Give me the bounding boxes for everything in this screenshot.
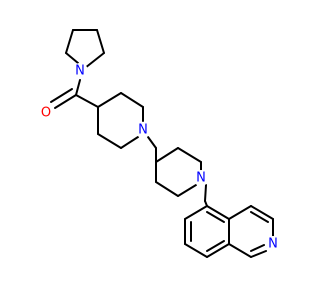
bond (184, 243, 208, 258)
bond (250, 205, 274, 220)
molecule-structure: N O N N N (38, 29, 281, 258)
bond (75, 94, 99, 108)
bonds (50, 29, 274, 258)
isoquinoline-nitrogen-atom: N (265, 236, 281, 252)
bond (250, 211, 269, 223)
bond (97, 133, 122, 149)
bond (50, 88, 73, 103)
atom-label-o: O (41, 106, 51, 121)
bond (54, 94, 77, 109)
bond (204, 184, 207, 202)
piperidine-nitrogen-atom-2: N (193, 170, 209, 186)
atom-labels: N O N N N (38, 63, 281, 252)
bond (184, 205, 208, 220)
bond (75, 79, 81, 96)
bond (155, 147, 179, 163)
bond (250, 250, 267, 258)
bond (206, 205, 230, 220)
bond (120, 136, 139, 149)
bond (177, 184, 197, 197)
piperidine-nitrogen-atom-1: N (135, 122, 151, 138)
bond (206, 211, 225, 223)
structure-canvas: N O N N N (38, 29, 281, 258)
bond (147, 136, 157, 149)
pyrrolidine-nitrogen-atom: N (72, 63, 88, 79)
bond (97, 92, 122, 108)
atom-label-n: N (196, 171, 206, 186)
bond (155, 181, 179, 197)
bond (84, 52, 105, 69)
bond (177, 147, 202, 163)
bond (206, 240, 225, 252)
atom-label-n: N (138, 123, 148, 138)
bond (96, 29, 105, 54)
atom-label-n: N (268, 237, 278, 252)
carbonyl-oxygen-atom: O (38, 105, 54, 121)
bond (250, 244, 265, 252)
bond (65, 52, 79, 64)
bond (228, 205, 252, 220)
atom-label-n: N (75, 64, 85, 79)
bond (120, 92, 144, 108)
bond (206, 243, 230, 258)
bond (65, 29, 74, 54)
bond (228, 243, 252, 258)
